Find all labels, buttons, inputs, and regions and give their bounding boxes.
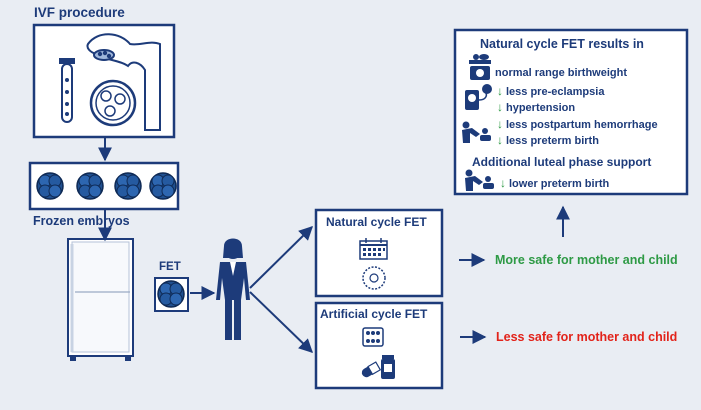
embryo-icon <box>149 172 177 200</box>
result-text: less postpartum hemorrhage <box>506 119 658 131</box>
woman-icon <box>216 238 250 340</box>
result-item: ↓less postpartum hemorrhage <box>497 117 658 131</box>
fet-label: FET <box>159 261 181 273</box>
result-text: less pre-eclampsia <box>506 86 605 98</box>
result-text: less preterm birth <box>506 135 599 147</box>
result-item: ↓hypertension <box>497 100 575 114</box>
down-arrow-icon: ↓ <box>497 84 503 98</box>
test-tube-icon <box>59 58 75 123</box>
arrow-to-artificial-cycle <box>249 291 314 353</box>
results-box <box>453 28 689 196</box>
result-item: normal range birthweight <box>495 67 627 79</box>
down-arrow-icon: ↓ <box>497 117 503 131</box>
artificial-cycle-fet-label: Artificial cycle FET <box>320 307 428 321</box>
result-text: normal range birthweight <box>495 67 628 79</box>
fet-embryo-icon <box>157 280 185 308</box>
result-text: hypertension <box>506 102 576 114</box>
result-item: ↓less preterm birth <box>497 133 599 147</box>
outcome-more-safe: More safe for mother and child <box>495 253 678 267</box>
uterus-icon <box>86 33 161 131</box>
down-arrow-icon: ↓ <box>497 100 503 114</box>
down-arrow-icon: ↓ <box>500 176 506 190</box>
luteal-result-item: ↓lower preterm birth <box>500 176 609 190</box>
results-title: Natural cycle FET results in <box>480 37 644 51</box>
medication-icon <box>361 355 395 379</box>
frozen-embryos-label: Frozen embryos <box>33 214 130 228</box>
mother-baby-icon <box>462 121 491 143</box>
embryo-icon <box>36 172 64 200</box>
pill-blister-icon <box>362 327 384 347</box>
freezer-icon <box>67 238 134 361</box>
newborn-scale-icon <box>469 54 491 80</box>
embryo-icon <box>114 172 142 200</box>
ovum-icon <box>362 266 386 290</box>
petri-dish-icon <box>89 79 137 127</box>
calendar-icon <box>359 238 388 260</box>
luteal-subtitle: Additional luteal phase support <box>472 155 652 169</box>
mother-baby-icon-luteal <box>465 169 494 191</box>
embryo-icon <box>76 172 104 200</box>
down-arrow-icon: ↓ <box>497 133 503 147</box>
blood-pressure-icon <box>465 84 492 110</box>
result-item: ↓less pre-eclampsia <box>497 84 604 98</box>
ivf-procedure-label: IVF procedure <box>34 5 125 20</box>
arrow-to-natural-cycle <box>249 226 313 289</box>
result-text: lower preterm birth <box>509 178 610 190</box>
natural-cycle-fet-label: Natural cycle FET <box>326 215 427 229</box>
outcome-less-safe: Less safe for mother and child <box>496 330 678 344</box>
